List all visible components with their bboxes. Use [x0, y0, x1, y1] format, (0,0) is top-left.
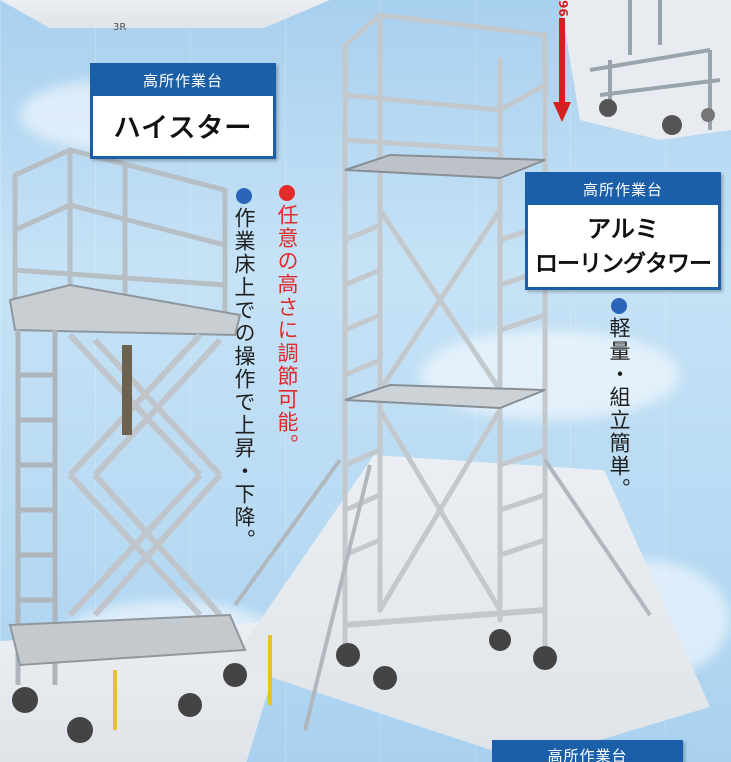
histar-category: 高所作業台	[93, 66, 273, 96]
aluminum-rolling-tower-image	[336, 12, 557, 690]
red-bullet-icon	[279, 185, 295, 201]
top-right-product-image	[560, 0, 731, 140]
top-left-product-floor	[0, 0, 330, 28]
aluminum-tower-feature-text: 軽量・組立簡単。	[607, 298, 631, 501]
bottom-partial-label: 高所作業台	[492, 740, 683, 762]
blue-bullet-icon	[236, 188, 252, 204]
blue-bullet-icon	[611, 298, 627, 314]
histar-feature-text: 作業床上での操作で上昇・下降。	[232, 188, 256, 552]
aluminum-tower-category: 高所作業台	[528, 175, 718, 205]
histar-label: 高所作業台 ハイスター	[90, 63, 276, 159]
histar-name: ハイスター	[113, 113, 253, 144]
aluminum-tower-feature: 軽量・組立簡単。	[607, 317, 631, 501]
aluminum-tower-name-line2: ローリングタワー	[535, 251, 712, 277]
bottom-partial-category: 高所作業台	[495, 743, 680, 762]
aluminum-tower-name-line1: アルミ	[587, 215, 659, 243]
middle-feature-text: 任意の高さに調節可能。	[275, 185, 299, 457]
aluminum-tower-label: 高所作業台 アルミ ローリングタワー	[525, 172, 721, 290]
middle-feature: 任意の高さに調節可能。	[275, 204, 299, 457]
red-down-arrow-icon	[553, 18, 571, 122]
histar-feature: 作業床上での操作で上昇・下降。	[232, 207, 256, 552]
top-left-code: 3R	[113, 22, 127, 33]
histar-product-image	[8, 147, 272, 743]
tower-outriggers	[233, 458, 652, 731]
